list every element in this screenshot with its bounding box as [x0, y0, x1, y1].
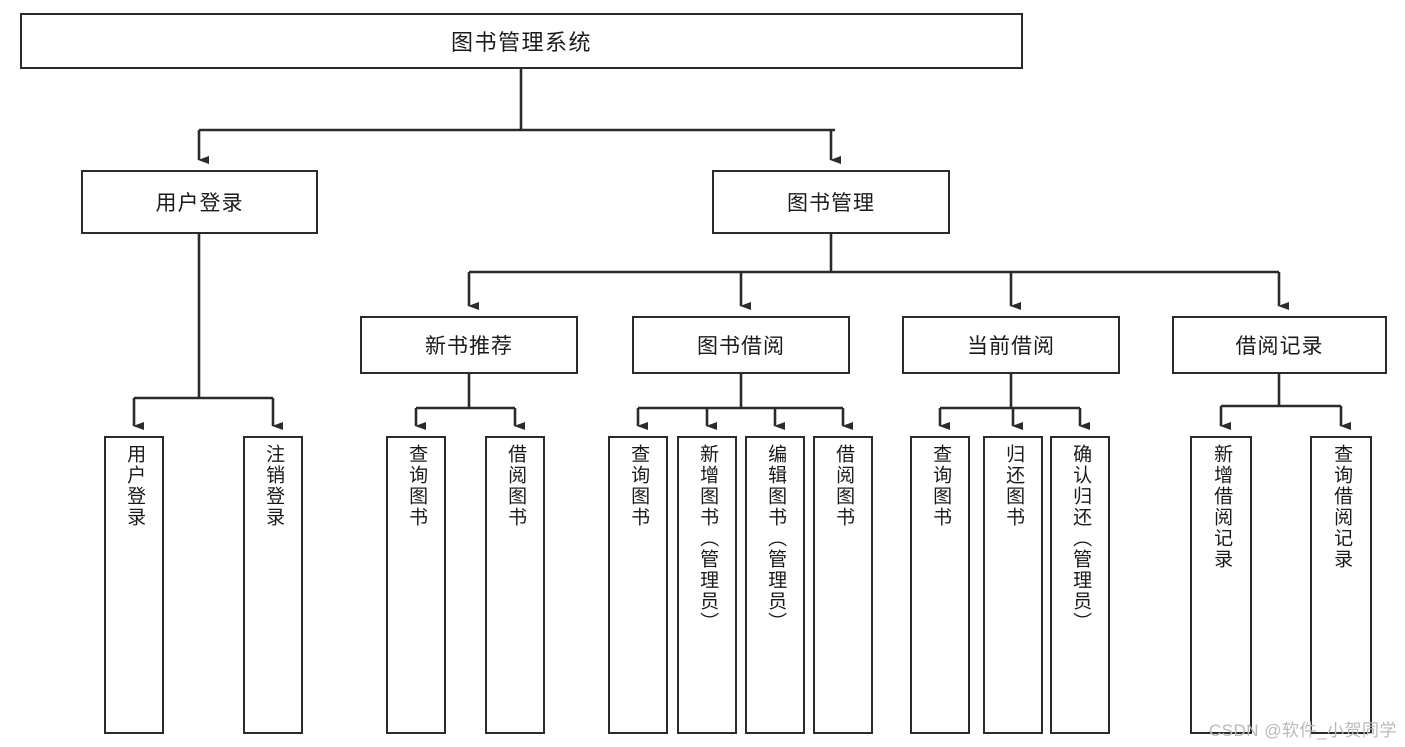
- node-label: 注销登录: [263, 444, 285, 528]
- leaf-confirm-return-admin[interactable]: 确认归还（管理员）: [1050, 436, 1110, 734]
- node-label: 图书管理: [787, 192, 875, 215]
- node-label: 用户登录: [155, 192, 244, 215]
- node-book-management[interactable]: 图书管理: [712, 170, 950, 234]
- leaf-logout[interactable]: 注销登录: [243, 436, 303, 734]
- node-label: 图书借阅: [697, 335, 785, 358]
- node-label: 借阅图书: [833, 444, 855, 528]
- node-label: 查询借阅记录: [1331, 444, 1353, 570]
- leaf-query-book-recommend[interactable]: 查询图书: [386, 436, 446, 734]
- node-new-book-recommend[interactable]: 新书推荐: [360, 316, 578, 374]
- leaf-return-book[interactable]: 归还图书: [983, 436, 1043, 734]
- leaf-borrow-book[interactable]: 借阅图书: [813, 436, 873, 734]
- node-label: 新增借阅记录: [1211, 444, 1233, 570]
- node-label: 确认归还（管理员）: [1070, 444, 1092, 633]
- node-label: 用户登录: [124, 444, 146, 528]
- leaf-query-book-current[interactable]: 查询图书: [910, 436, 970, 734]
- node-label: 编辑图书（管理员）: [765, 444, 787, 633]
- csdn-watermark: CSDN @软件_小贺同学: [1208, 721, 1397, 740]
- leaf-add-book-admin[interactable]: 新增图书（管理员）: [677, 436, 737, 734]
- node-book-borrow[interactable]: 图书借阅: [632, 316, 850, 374]
- node-label: 查询图书: [930, 444, 952, 528]
- node-label: 借阅记录: [1235, 335, 1324, 358]
- node-label: 新增图书（管理员）: [697, 444, 719, 633]
- leaf-user-login[interactable]: 用户登录: [104, 436, 164, 734]
- node-label: 借阅图书: [505, 444, 527, 528]
- node-root-system[interactable]: 图书管理系统: [20, 13, 1023, 69]
- node-current-borrow[interactable]: 当前借阅: [902, 316, 1120, 374]
- leaf-query-borrow-record[interactable]: 查询借阅记录: [1310, 436, 1372, 734]
- leaf-query-book-borrow[interactable]: 查询图书: [608, 436, 668, 734]
- node-label: 查询图书: [406, 444, 428, 528]
- node-label: 图书管理系统: [450, 30, 592, 55]
- node-label: 当前借阅: [967, 335, 1055, 358]
- node-borrow-record[interactable]: 借阅记录: [1172, 316, 1387, 374]
- leaf-edit-book-admin[interactable]: 编辑图书（管理员）: [745, 436, 805, 734]
- node-user-login[interactable]: 用户登录: [81, 170, 318, 234]
- node-label: 新书推荐: [425, 335, 513, 358]
- node-label: 查询图书: [628, 444, 650, 528]
- leaf-borrow-book-recommend[interactable]: 借阅图书: [485, 436, 545, 734]
- leaf-add-borrow-record[interactable]: 新增借阅记录: [1190, 436, 1252, 734]
- node-label: 归还图书: [1003, 444, 1025, 528]
